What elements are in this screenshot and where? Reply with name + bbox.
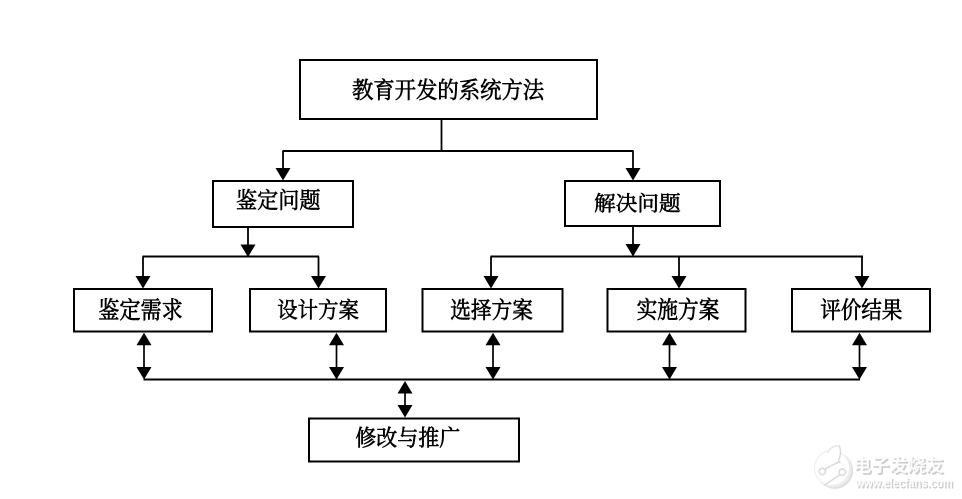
svg-text:www.elecfans.com: www.elecfans.com [855, 476, 953, 490]
svg-text:www.elecfans.com: www.elecfans.com [856, 478, 954, 492]
